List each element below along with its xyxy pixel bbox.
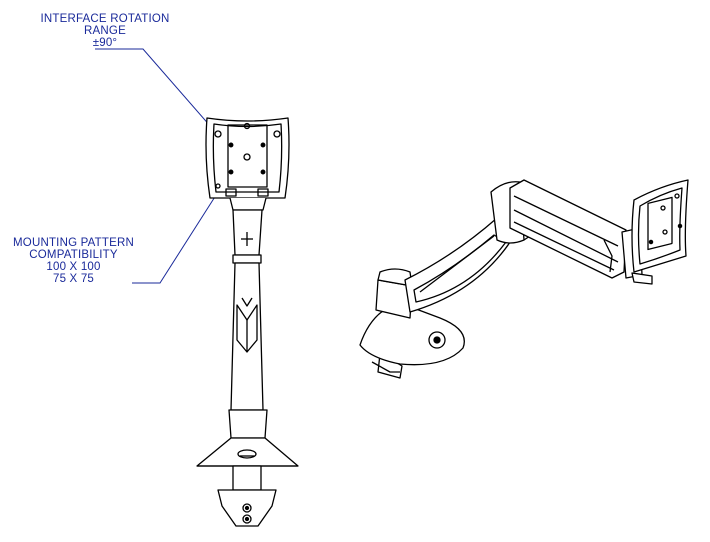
desk-base — [196, 437, 299, 467]
clamp-post — [232, 465, 262, 491]
rotation-leader-line — [95, 48, 226, 144]
mounting-leader-line — [132, 191, 219, 284]
rotation-callout-line2: RANGE — [84, 25, 126, 37]
isometric-view-arm — [359, 179, 689, 379]
mounting-pattern-callout: MOUNTING PATTERN COMPATIBILITY 100 X 100… — [6, 237, 141, 285]
mounting-callout-line2: COMPATIBILITY — [29, 249, 118, 261]
mounting-callout-line4: 75 X 75 — [52, 273, 95, 285]
vesa-plate — [227, 124, 268, 188]
rotation-range-callout: INTERFACE ROTATION RANGE ±90° — [30, 13, 180, 49]
interface-plate — [205, 117, 290, 199]
rotation-callout-line3: ±90° — [92, 37, 118, 49]
iso-upper-arm — [509, 179, 627, 279]
iso-base — [359, 302, 465, 366]
rotation-callout-line1: INTERFACE ROTATION — [40, 13, 170, 25]
front-view-pole-mount — [196, 117, 299, 527]
mounting-callout-line1: MOUNTING PATTERN — [13, 237, 134, 249]
callout-leader-lines — [95, 48, 226, 284]
mounting-callout-line3: 100 X 100 — [46, 261, 101, 273]
